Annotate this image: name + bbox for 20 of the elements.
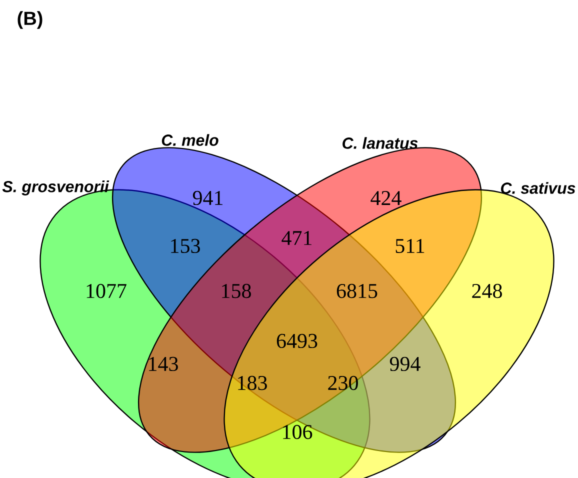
count-label: 143 [149,356,178,372]
count-label: 511 [396,238,424,254]
count-label: 6815 [336,284,378,298]
count-label: 6493 [276,334,318,348]
species-label: S. grosvenorii [2,180,110,196]
count-label: 158 [222,284,251,298]
count-label: 153 [171,238,200,254]
count-label: 106 [283,424,312,440]
count-label: 941 [192,190,222,206]
count-label: 424 [370,191,402,205]
count-label: 183 [238,376,267,390]
species-label: C. sativus [501,182,576,194]
count-label: 230 [328,376,358,390]
panel-label: (B) [18,11,42,29]
count-label: 471 [282,231,312,245]
species-label: C. lanatus [342,137,418,149]
species-label: C. melo [162,134,218,146]
count-label: 248 [472,284,502,298]
count-label: 994 [390,356,420,372]
count-label: 1077 [86,284,126,298]
